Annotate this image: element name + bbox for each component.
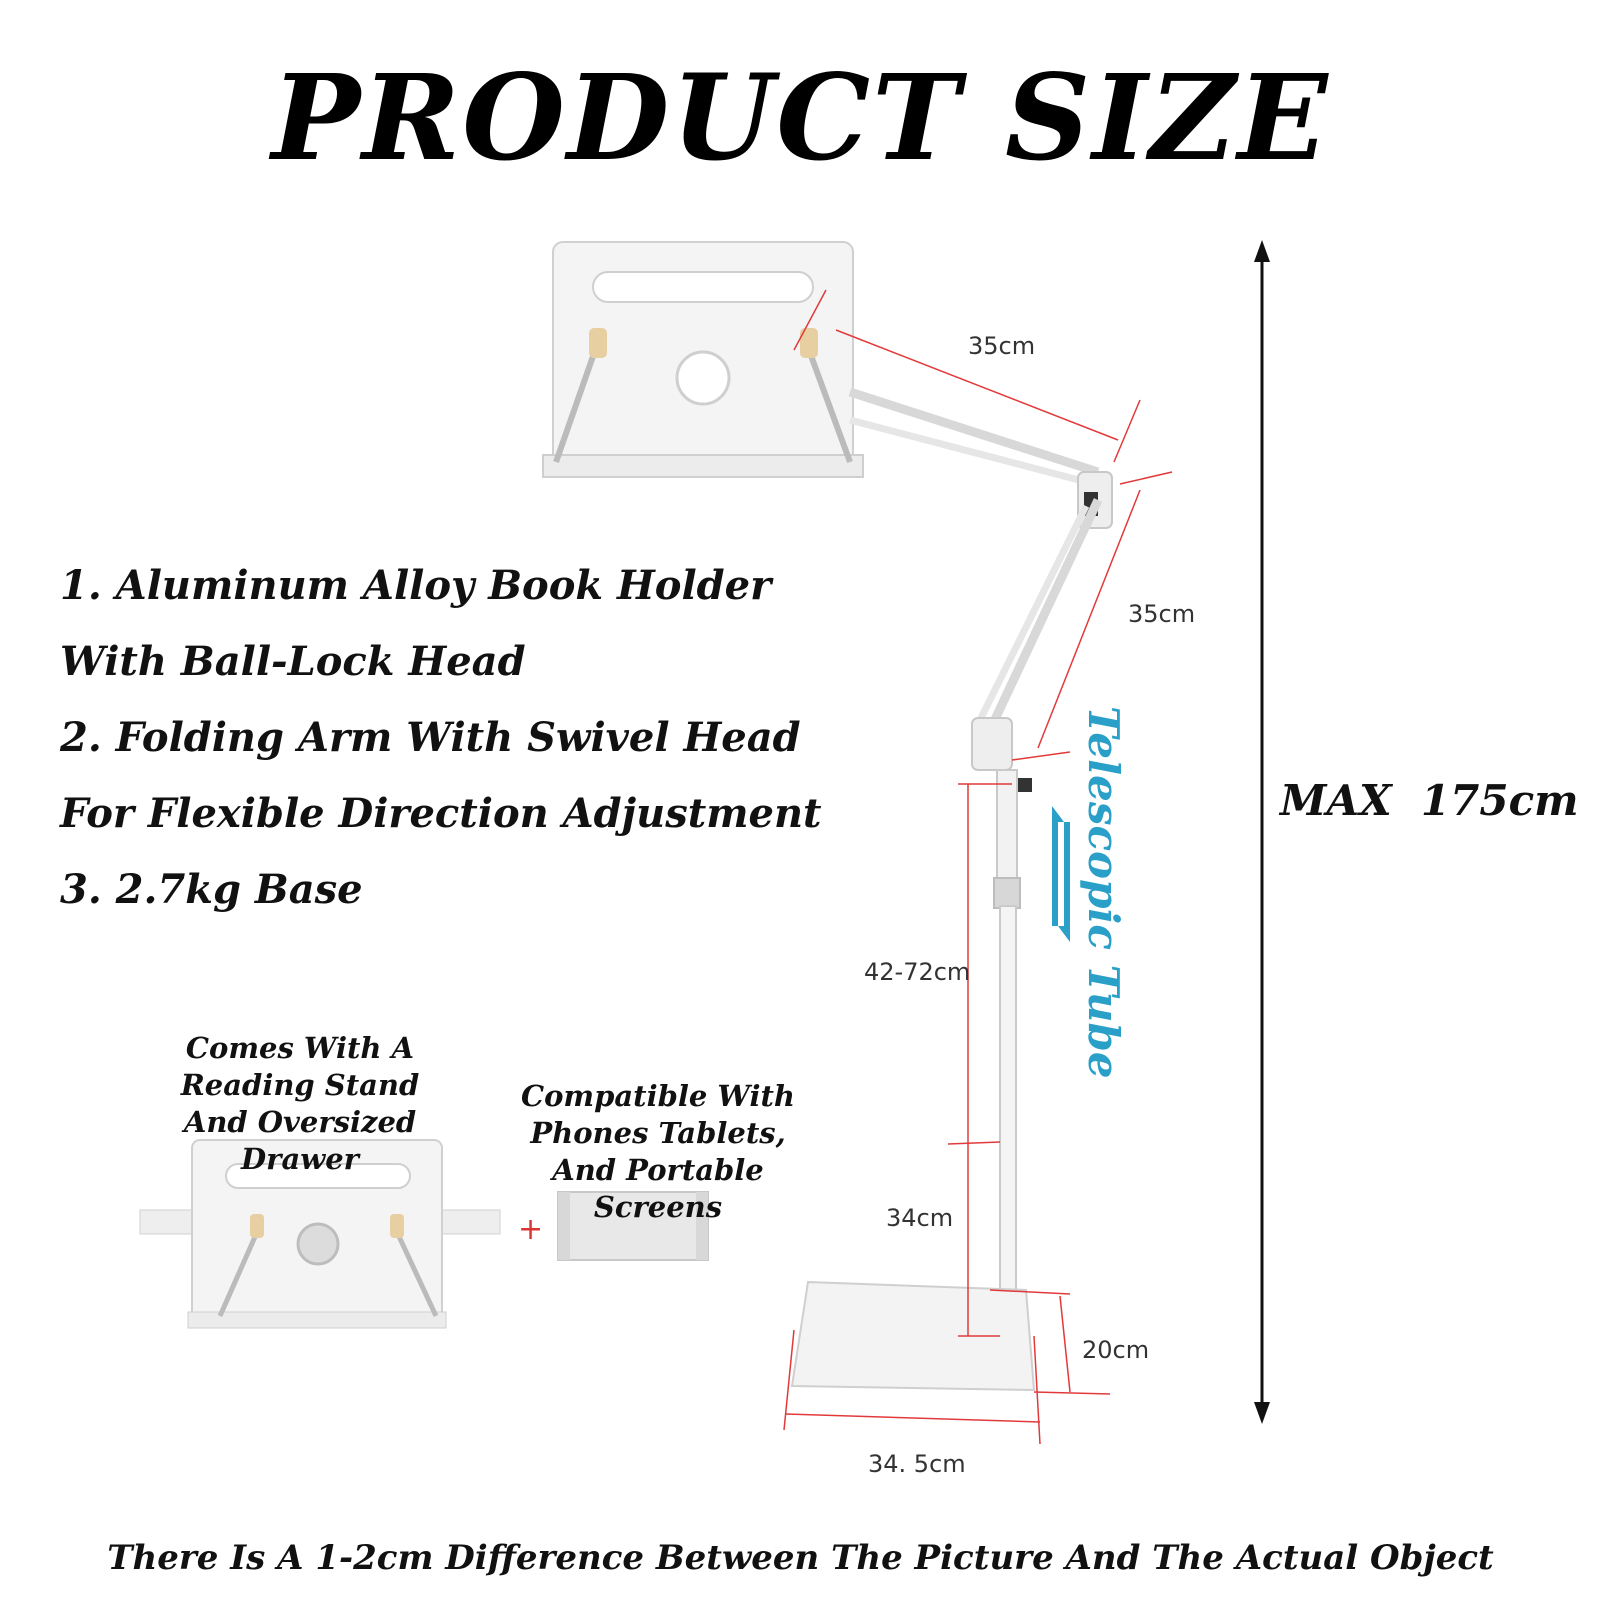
telescopic-range-dimension: 42-72cm xyxy=(864,958,971,986)
telescopic-arrows xyxy=(1052,806,1070,942)
plus-sign: + xyxy=(518,1212,544,1247)
reading-stand-caption: Comes With A Reading Stand And Oversized… xyxy=(120,1030,480,1178)
telescopic-pole xyxy=(993,769,1032,1343)
base-depth-dimension: 20cm xyxy=(1082,1336,1150,1364)
telescopic-tube-label: Telescopic Tube xyxy=(1079,706,1128,1079)
feature-line: With Ball-Lock Head xyxy=(60,638,526,685)
book-holder xyxy=(542,241,864,478)
disclaimer-footer: There Is A 1-2cm Difference Between The … xyxy=(107,1538,1494,1578)
caption-line: Reading Stand xyxy=(180,1068,420,1102)
caption-line: And Portable Screens xyxy=(552,1153,764,1224)
max-height-label: MAX 175cm xyxy=(1280,776,1579,825)
reading-stand-accessory xyxy=(139,1139,501,1329)
feature-line: For Flexible Direction Adjustment xyxy=(60,790,822,837)
caption-line: Comes With A xyxy=(185,1031,415,1065)
dimension-lines xyxy=(783,289,1173,1445)
arm-upper-dimension: 35cm xyxy=(968,332,1036,360)
feature-line: 1. Aluminum Alloy Book Holder xyxy=(60,562,772,609)
page-title: PRODUCT SIZE xyxy=(271,48,1330,187)
pole-lower-dimension: 34cm xyxy=(886,1204,954,1232)
compatible-caption: Compatible With Phones Tablets, And Port… xyxy=(488,1078,828,1226)
base-plate xyxy=(790,1280,1036,1392)
max-height-arrow xyxy=(1254,240,1270,1424)
clamp-accessory xyxy=(557,1191,709,1261)
feature-line: 3. 2.7kg Base xyxy=(60,866,363,913)
caption-line: Compatible With xyxy=(521,1079,795,1113)
feature-list: 1. Aluminum Alloy Book Holder With Ball-… xyxy=(60,548,880,928)
feature-line: 2. Folding Arm With Swivel Head xyxy=(60,714,801,761)
folding-arm xyxy=(848,387,1113,771)
caption-line: And Oversized Drawer xyxy=(183,1105,417,1176)
arm-lower-dimension: 35cm xyxy=(1128,600,1196,628)
caption-line: Phones Tablets, xyxy=(530,1116,786,1150)
base-width-dimension: 34. 5cm xyxy=(868,1450,966,1478)
